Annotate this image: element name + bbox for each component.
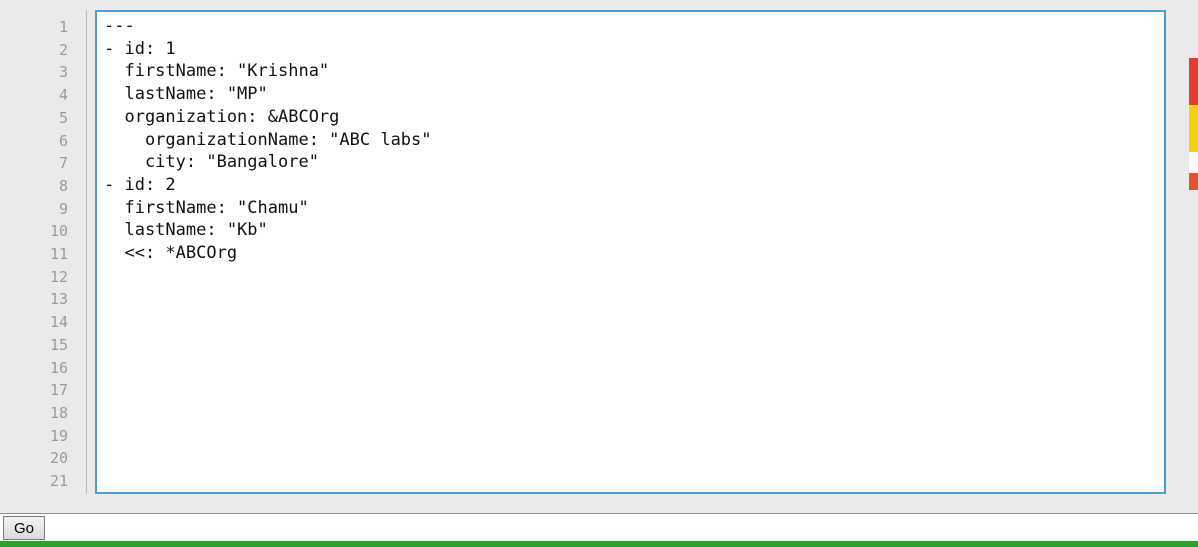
- line-number: 13: [49, 290, 68, 309]
- line-number: 17: [49, 381, 68, 400]
- code-line: firstName: "Krishna": [104, 61, 330, 82]
- line-number: 15: [49, 335, 68, 354]
- line-number: 8: [58, 176, 68, 195]
- line-number: 12: [49, 267, 68, 286]
- edge-image-segment: [1189, 105, 1198, 152]
- green-status-bar: [0, 541, 1198, 547]
- line-number: 4: [58, 86, 68, 105]
- code-line: organizationName: "ABC labs": [104, 129, 432, 150]
- line-number: 18: [49, 403, 68, 422]
- code-line: ---: [104, 16, 135, 36]
- code-content: ---- id: 1 firstName: "Krishna" lastName…: [104, 15, 1157, 265]
- line-number: 6: [58, 131, 68, 150]
- line-number: 11: [49, 245, 68, 264]
- code-line: city: "Bangalore": [104, 152, 319, 173]
- line-number: 10: [49, 222, 68, 241]
- line-number: 19: [49, 426, 68, 445]
- line-number: 21: [49, 472, 68, 491]
- page-edge-image: [1189, 58, 1198, 190]
- code-line: - id: 2: [104, 174, 176, 195]
- code-line: - id: 1: [104, 38, 176, 59]
- edge-image-segment: [1189, 173, 1198, 190]
- line-number: 14: [49, 313, 68, 332]
- edge-image-segment: [1189, 58, 1198, 105]
- code-line: organization: &ABCOrg: [104, 106, 340, 127]
- line-number: 3: [58, 63, 68, 82]
- yaml-code-editor[interactable]: ---- id: 1 firstName: "Krishna" lastName…: [95, 10, 1166, 494]
- go-button[interactable]: Go: [3, 516, 46, 540]
- bottom-bar: Go: [0, 513, 1198, 541]
- edge-image-segment: [1189, 152, 1198, 173]
- code-line: lastName: "MP": [104, 84, 268, 105]
- line-number: 20: [49, 449, 68, 468]
- code-line: <<: *ABCOrg: [104, 243, 238, 264]
- code-line: firstName: "Chamu": [104, 197, 309, 218]
- line-number: 9: [58, 199, 68, 218]
- line-number: 5: [58, 108, 68, 127]
- line-number: 16: [49, 358, 68, 377]
- line-number: 2: [58, 40, 68, 59]
- line-number: 7: [58, 154, 68, 173]
- code-line: lastName: "Kb": [104, 220, 268, 241]
- line-number: 1: [58, 18, 68, 36]
